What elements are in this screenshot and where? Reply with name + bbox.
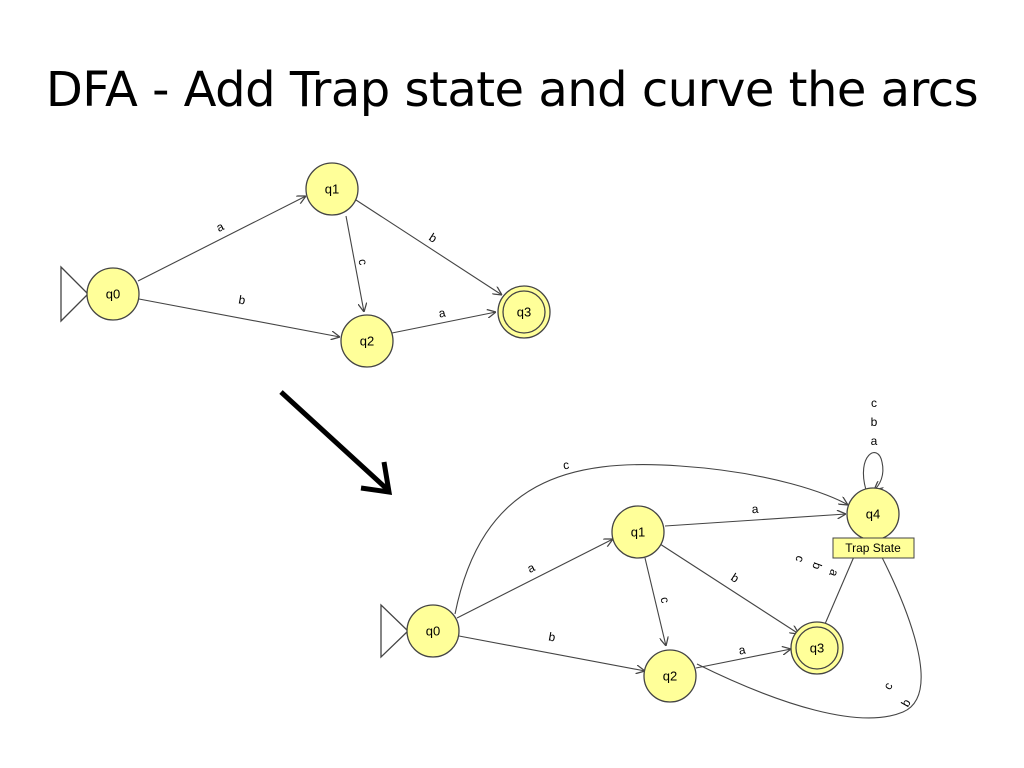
edge-q0-q2 (138, 298, 340, 337)
state-q1: q1 (611, 505, 665, 559)
edge-label-q0-q1: a (214, 219, 227, 235)
edge-q1-q2 (345, 215, 364, 312)
edge-label-q1-q2: c (356, 258, 371, 266)
edge-label-q3-q4-c: c (792, 554, 807, 564)
state-label-q1: q1 (631, 525, 645, 540)
state-q2: q2 (643, 649, 697, 703)
state-q2: q2 (340, 314, 394, 368)
state-label-q3: q3 (517, 305, 531, 320)
state-label-q4: q4 (866, 507, 880, 522)
state-label-q0: q0 (106, 287, 120, 302)
edge-label-q4-loop-b: b (871, 415, 878, 429)
edge-q0-q1 (456, 539, 613, 619)
edge-q1-q2 (644, 557, 666, 646)
edge-label-q2-q4-b: b (898, 696, 914, 709)
trap-state-note-text: Trap State (845, 541, 901, 555)
edge-label-q4-loop-a: a (871, 434, 878, 448)
transform-arrow-icon (279, 390, 393, 495)
state-label-q2: q2 (360, 334, 374, 349)
edge-q4-q4-loop (862, 452, 882, 490)
edge-label-q3-q4-a: a (826, 567, 842, 578)
state-q3-accepting: q3 (497, 285, 551, 339)
edge-label-q1-q2: c (658, 596, 673, 605)
completed-dfa: c a b a c b a c b c b a c b a (380, 396, 922, 719)
edge-label-q2-q3: a (737, 642, 747, 657)
state-q1: q1 (305, 162, 359, 216)
edge-label-q0-q2: b (237, 293, 246, 308)
state-q0: q0 (86, 267, 140, 321)
state-q3-accepting: q3 (790, 621, 844, 675)
edge-q1-q3 (659, 543, 799, 634)
edge-q1-q4 (664, 514, 846, 527)
start-state-marker (380, 603, 409, 659)
edge-label-q2-q4-c: c (880, 680, 895, 692)
edge-q1-q3 (355, 199, 502, 295)
edge-label-q1-q3: b (426, 230, 439, 246)
state-label-q2: q2 (663, 669, 677, 684)
edge-q0-q2 (458, 635, 645, 671)
edge-label-q2-q3: a (437, 305, 447, 320)
edge-label-q0-q2: b (547, 630, 556, 645)
edge-label-q3-q4-b: b (809, 560, 825, 571)
state-label-q0: q0 (426, 624, 440, 639)
state-label-q1: q1 (325, 182, 339, 197)
slide-title: DFA - Add Trap state and curve the arcs (45, 62, 979, 118)
start-state-marker (60, 265, 89, 323)
edge-q2-q3 (695, 649, 791, 669)
state-q4-trap: q4 (846, 487, 900, 541)
edge-label-q0-q1: a (525, 560, 538, 576)
edge-label-q0-q4: c (562, 458, 570, 473)
edge-q0-q4 (454, 464, 848, 615)
trap-state-note: Trap State (832, 537, 915, 559)
edge-label-q1-q3: b (728, 570, 741, 586)
state-q0: q0 (406, 604, 460, 658)
original-dfa: a b c b a q0 q1 q2 q3 (60, 162, 551, 368)
edge-label-q4-loop-c: c (871, 396, 877, 410)
edge-q0-q1 (137, 196, 306, 282)
state-label-q3: q3 (810, 641, 824, 656)
edge-q2-q3 (391, 312, 496, 334)
edge-q2-q4 (696, 540, 922, 719)
edge-label-q1-q4: a (751, 502, 759, 516)
